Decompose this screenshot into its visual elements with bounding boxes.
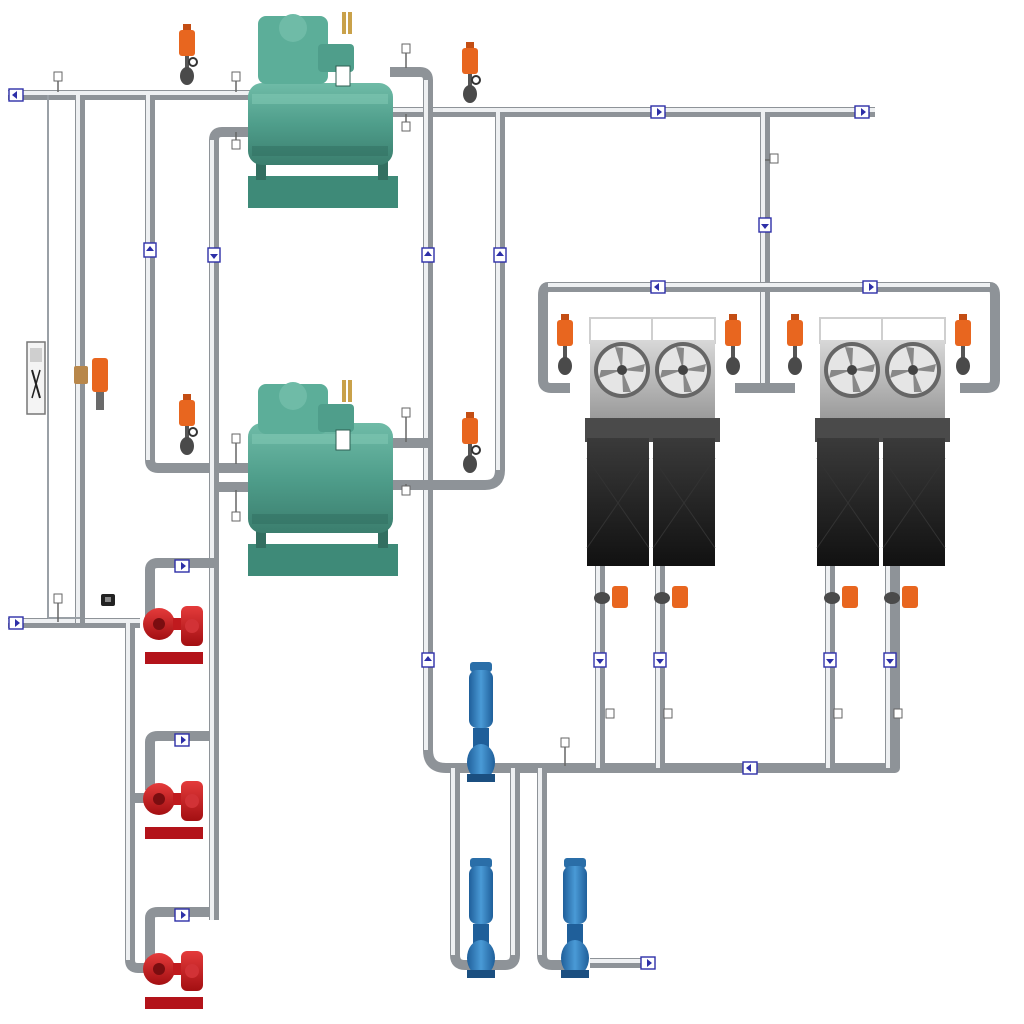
isolation-valve-icon[interactable] [787, 314, 803, 375]
chw-pump-3[interactable] [143, 951, 203, 1009]
temperature-sensor-icon [231, 433, 241, 464]
temperature-sensor-icon [893, 708, 903, 719]
fan-icon [885, 342, 941, 398]
fan-icon [824, 342, 880, 398]
flow-arrows [8, 88, 897, 970]
isolation-valve-icon[interactable] [824, 586, 858, 608]
chiller-base [248, 176, 398, 208]
fan-icon [594, 342, 650, 398]
chiller-base [248, 544, 398, 576]
flow-meter-icon [101, 594, 115, 606]
temperature-sensor-icon [401, 43, 411, 68]
temperature-sensor-icon [231, 71, 241, 92]
cooling-tower-2[interactable] [815, 317, 950, 566]
chw-pump-2[interactable] [143, 781, 203, 839]
valve-group [26, 24, 971, 608]
temperature-sensor-icon [833, 708, 843, 719]
isolation-valve-icon[interactable] [725, 314, 741, 375]
isolation-valve-icon[interactable] [462, 412, 481, 473]
isolation-valve-icon[interactable] [179, 394, 198, 455]
temperature-sensor-icon [231, 490, 241, 522]
control-panel-icon[interactable] [26, 341, 46, 415]
isolation-valve-icon[interactable] [955, 314, 971, 375]
fan-icon [655, 342, 711, 398]
isolation-valve-icon[interactable] [179, 24, 198, 85]
isolation-valve-icon[interactable] [462, 42, 481, 103]
temperature-sensor-icon [53, 71, 63, 92]
chiller-2[interactable] [248, 380, 398, 576]
temperature-sensor-icon [560, 737, 570, 766]
pipe-network [8, 67, 1000, 973]
cooling-tower-1[interactable] [585, 317, 720, 566]
temperature-sensor-icon [401, 114, 411, 132]
temperature-sensor-icon [663, 708, 673, 719]
isolation-valve-icon[interactable] [557, 314, 573, 375]
temperature-sensor-icon [401, 484, 411, 496]
isolation-valve-icon[interactable] [884, 586, 918, 608]
temperature-sensor-icon [53, 593, 63, 622]
bypass-valve-icon[interactable] [74, 358, 108, 410]
cw-pump-1[interactable] [467, 662, 495, 782]
sensor-group [53, 43, 903, 766]
cw-pump-2[interactable] [467, 858, 495, 978]
temperature-sensor-icon [605, 708, 615, 719]
cw-pump-3[interactable] [561, 858, 589, 978]
isolation-valve-icon[interactable] [594, 586, 628, 608]
chiller-1[interactable] [248, 12, 398, 208]
chw-pump-1[interactable] [143, 606, 203, 664]
temperature-sensor-icon [401, 407, 411, 442]
isolation-valve-icon[interactable] [654, 586, 688, 608]
temperature-sensor-icon [231, 132, 241, 150]
temperature-sensor-icon [765, 153, 779, 164]
